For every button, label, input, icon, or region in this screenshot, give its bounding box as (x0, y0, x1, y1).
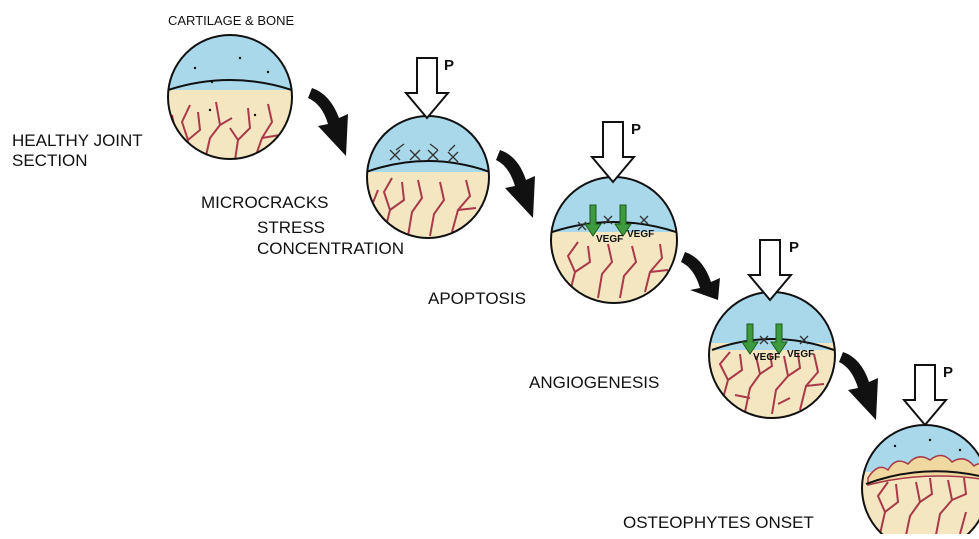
pressure-arrow-3 (749, 240, 791, 300)
label-microcracks: MICROCRACKS (201, 194, 329, 213)
label-osteophytes: OSTEOPHYTES ONSET (623, 514, 814, 533)
microcracks-circle (360, 110, 500, 250)
vegf-label-4: VEGF (787, 349, 814, 360)
progression-arrow-4 (839, 352, 878, 420)
pressure-arrow-1 (406, 58, 448, 118)
progression-arrow-1 (308, 88, 348, 156)
healthy-joint-circle (160, 30, 300, 170)
progression-arrow-2 (496, 150, 535, 218)
label-stress: STRESS (257, 219, 325, 238)
label-concentration: CONCENTRATION (257, 240, 404, 259)
vegf-label-2: VEGF (627, 229, 654, 240)
pressure-label-4: P (943, 364, 953, 381)
label-section: SECTION (12, 152, 88, 171)
vegf-label-1: VEGF (596, 234, 623, 245)
pressure-label-3: P (789, 239, 799, 256)
label-healthy-joint: HEALTHY JOINT (12, 132, 143, 151)
pressure-label-2: P (631, 121, 641, 138)
vegf-label-3: VEGF (753, 352, 780, 363)
osteophytes-circle (860, 422, 979, 534)
label-angiogenesis: ANGIOGENESIS (529, 374, 659, 393)
label-cartilage-bone: CARTILAGE & BONE (168, 14, 294, 28)
label-apoptosis: APOPTOSIS (428, 290, 526, 309)
pressure-arrow-4 (904, 365, 946, 425)
pressure-label-1: P (444, 57, 454, 74)
pressure-labels: P P P P (444, 57, 953, 381)
progression-arrow-3 (681, 252, 720, 300)
pressure-arrow-2 (592, 122, 634, 182)
